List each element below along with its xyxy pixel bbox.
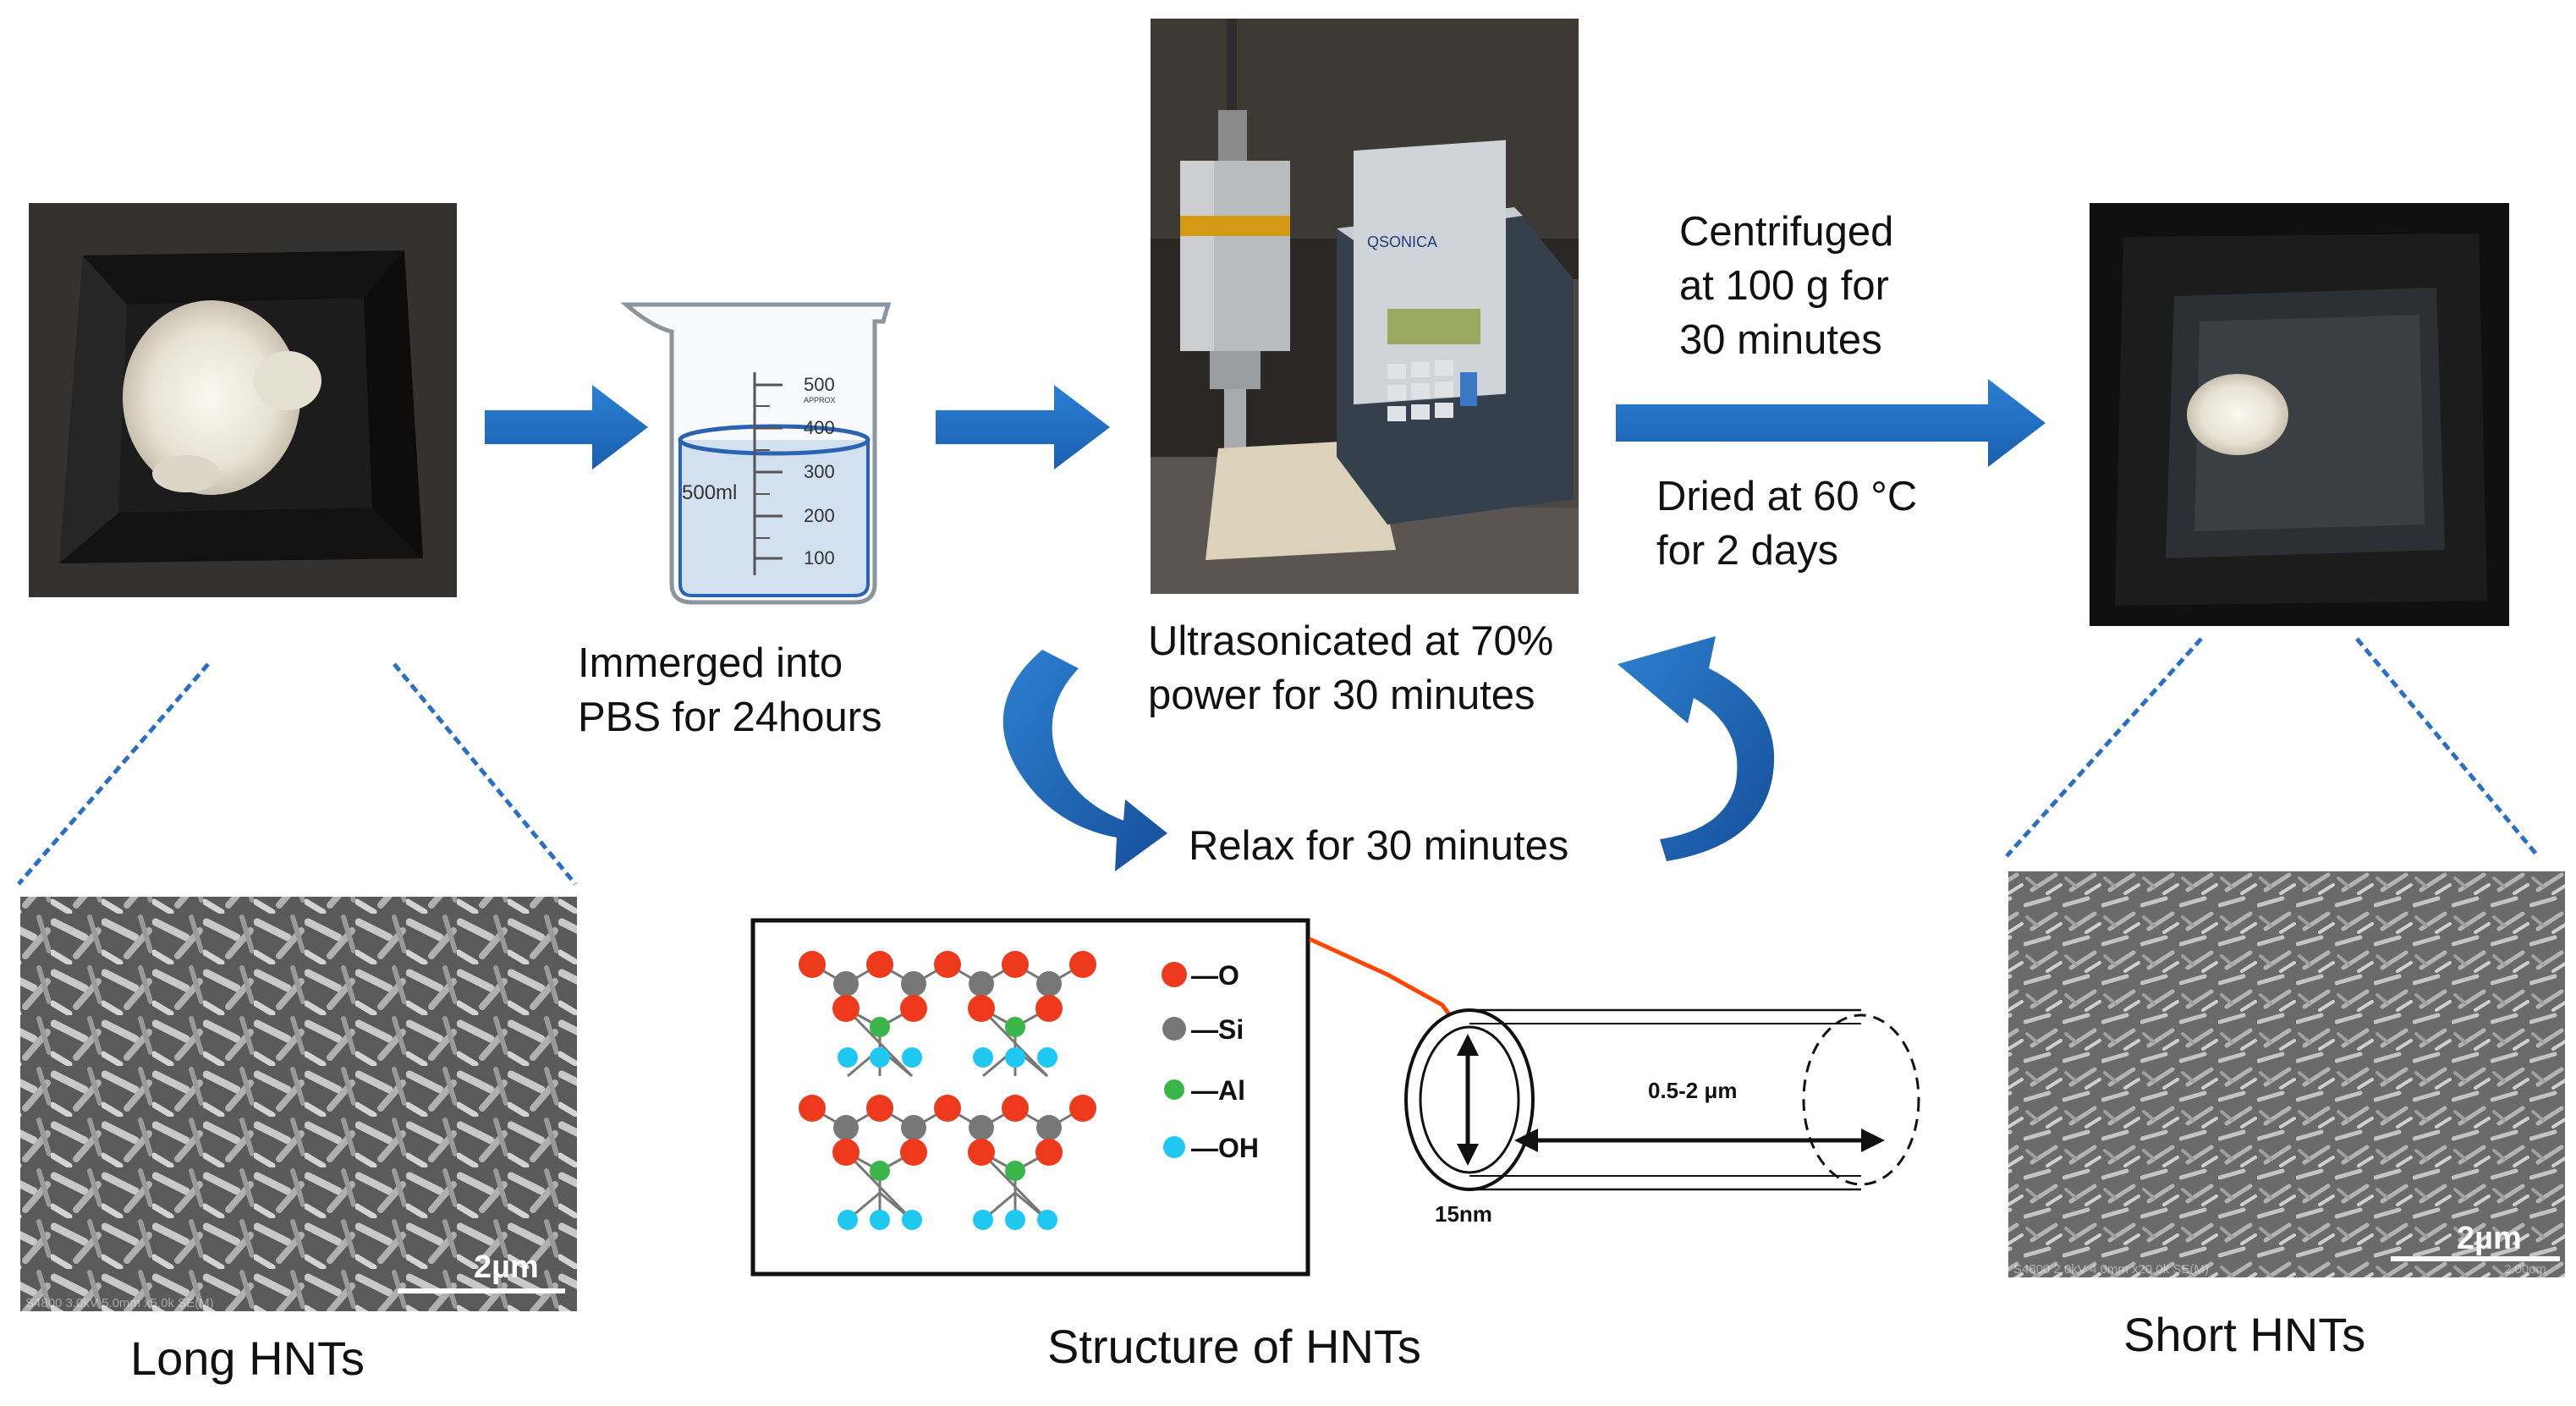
- relax-label: Relax for 30 minutes: [1189, 823, 1569, 869]
- sonicator-photo: QSONICA: [1151, 19, 1579, 594]
- lattice-atoms: [799, 951, 1096, 1230]
- sem-long-scale-label: 2µm: [474, 1249, 539, 1285]
- legend-label-o: —O: [1191, 960, 1239, 991]
- zoom-lines-long: [17, 662, 577, 886]
- sem-long-info: S4800 3.0kV 5.0mm x5.0k SE(M): [25, 1296, 214, 1310]
- sem-short-info: S4800 2.0kV 4.0mm x20.0k SE(M): [2013, 1262, 2209, 1277]
- curved-arrow-to-relax: [1002, 650, 1167, 871]
- long-hnt-powder-photo: [29, 203, 457, 597]
- arrow-beaker-to-sonicator: [936, 385, 1110, 470]
- immerged-label-line2: PBS for 24hours: [578, 695, 882, 740]
- nanotube-length-label: 0.5-2 μm: [1648, 1078, 1738, 1103]
- legend-swatch-o: [1162, 962, 1187, 987]
- beaker-mark-500: 500: [804, 374, 835, 395]
- caption-structure-hnts: Structure of HNTs: [1047, 1320, 1421, 1373]
- sem-image-long-hnts: 2µm S4800 3.0kV 5.0mm x5.0k SE(M): [20, 897, 577, 1311]
- centrifuged-label-line2: at 100 g for: [1679, 263, 1889, 309]
- legend-swatch-al: [1164, 1079, 1184, 1100]
- legend-swatch-si: [1162, 1017, 1186, 1041]
- beaker-mark-100: 100: [804, 547, 835, 568]
- arrow-sonicator-to-short-powder: [1616, 379, 2046, 467]
- dried-label-line2: for 2 days: [1656, 528, 1839, 574]
- caption-short-hnts: Short HNTs: [2123, 1308, 2366, 1361]
- sem-image-short-hnts: 2µm S4800 2.0kV 4.0mm x20.0k SE(M) 2.00u…: [2008, 871, 2565, 1277]
- beaker-mark-300: 300: [804, 461, 835, 482]
- legend-swatch-oh: [1163, 1136, 1185, 1158]
- structure-legend: —O —Si —Al —OH: [1162, 960, 1259, 1163]
- immerged-label-line1: Immerged into: [578, 640, 843, 686]
- curved-arrow-to-ultrasonic: [1618, 636, 1775, 861]
- beaker-volume-label: 500ml: [682, 481, 737, 504]
- nanotube-diameter-label: 15nm: [1435, 1201, 1492, 1227]
- short-hnt-powder-photo: [2090, 203, 2509, 626]
- structure-box: —O —Si —Al —OH: [750, 918, 1310, 1277]
- zoom-lines-short: [2005, 637, 2540, 858]
- beaker-mark-400: 400: [804, 417, 835, 438]
- ultrasonic-label-line1: Ultrasonicated at 70%: [1148, 618, 1554, 664]
- nanotube-diagram: 0.5-2 μm 15nm: [1404, 1008, 1920, 1227]
- arrow-powder-to-beaker: [485, 385, 648, 470]
- legend-label-si: —Si: [1191, 1014, 1244, 1045]
- centrifuged-label-line1: Centrifuged: [1679, 209, 1894, 255]
- sonicator-brand-label: QSONICA: [1367, 233, 1437, 250]
- centrifuged-label-line3: 30 minutes: [1679, 317, 1882, 363]
- ultrasonic-label-line2: power for 30 minutes: [1148, 673, 1535, 718]
- legend-label-oh: —OH: [1191, 1133, 1259, 1163]
- caption-long-hnts: Long HNTs: [130, 1332, 365, 1385]
- beaker-mark-200: 200: [804, 505, 835, 526]
- sem-short-scale-label: 2µm: [2457, 1221, 2522, 1256]
- sem-short-tick: 2.00um: [2504, 1262, 2546, 1277]
- beaker-illustration: 500 APPROX 400 300 200 100 500ml: [620, 302, 892, 605]
- legend-label-al: —Al: [1191, 1075, 1245, 1106]
- beaker-approx-label: APPROX: [804, 396, 836, 404]
- dried-label-line1: Dried at 60 °C: [1656, 474, 1918, 519]
